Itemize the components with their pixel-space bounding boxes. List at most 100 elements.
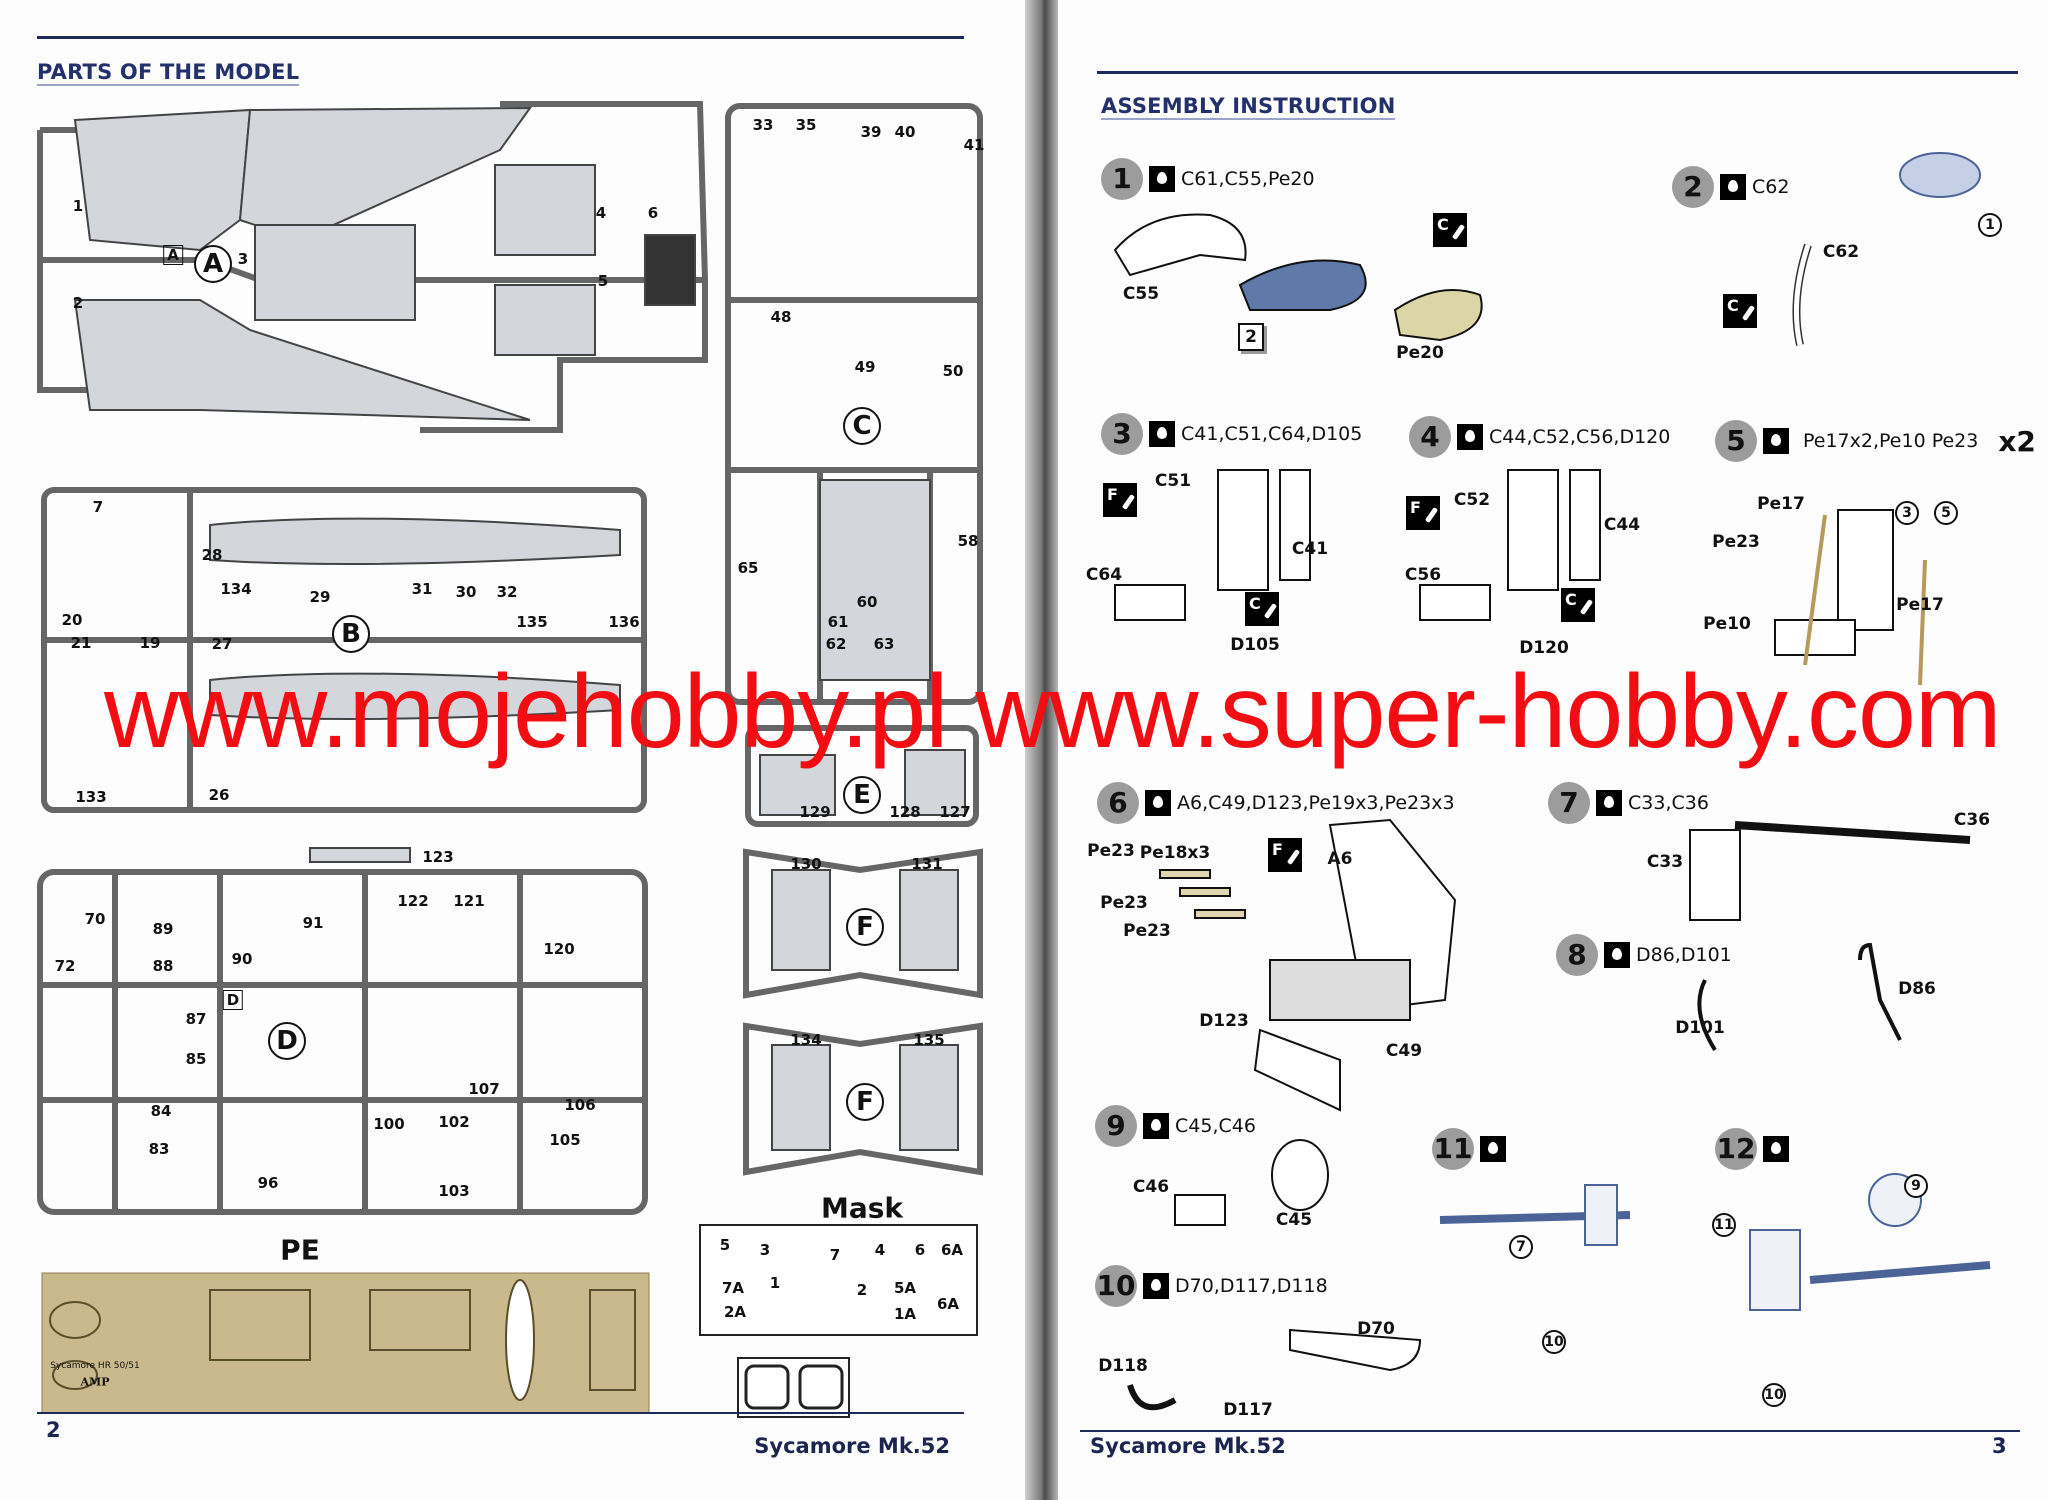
step-number: 8 bbox=[1556, 934, 1598, 976]
part-number: 7 bbox=[92, 498, 104, 516]
part-number: 29 bbox=[309, 588, 331, 606]
subassembly-box: 2 bbox=[1238, 323, 1264, 351]
part-number: 32 bbox=[496, 583, 518, 601]
part-number: 33 bbox=[752, 116, 774, 134]
part-number: 89 bbox=[152, 920, 174, 938]
part-number: 127 bbox=[939, 803, 971, 821]
part-number: 35 bbox=[795, 116, 817, 134]
part-number: 134 bbox=[790, 1031, 822, 1049]
footer-title: Sycamore Mk.52 bbox=[1090, 1434, 1286, 1458]
page-title: PARTS OF THE MODEL bbox=[37, 60, 300, 86]
part-label: D101 bbox=[1675, 1018, 1725, 1038]
step-parts: Pe17x2,Pe10 Pe23 bbox=[1803, 430, 1979, 452]
part-number: 20 bbox=[61, 611, 83, 629]
mask-part-number: 7A bbox=[721, 1279, 745, 1297]
step-11: 11 bbox=[1432, 1128, 1512, 1170]
part-number: 83 bbox=[148, 1140, 170, 1158]
part-number: 58 bbox=[957, 532, 979, 550]
part-number: 28 bbox=[201, 546, 223, 564]
mask-part-number: 6 bbox=[914, 1241, 926, 1259]
part-number: 122 bbox=[397, 892, 429, 910]
part-number: 3 bbox=[237, 250, 249, 268]
page-title: ASSEMBLY INSTRUCTION bbox=[1101, 94, 1396, 120]
glue-icon bbox=[1149, 166, 1175, 192]
part-number: 6 bbox=[647, 204, 659, 222]
paint-color-icon: C bbox=[1561, 588, 1595, 622]
part-number: 61 bbox=[827, 613, 849, 631]
part-number: 120 bbox=[543, 940, 575, 958]
part-number: 50 bbox=[942, 362, 964, 380]
watermark: www.mojehobby.pl www.super-hobby.com bbox=[104, 654, 2002, 770]
sprue-parts bbox=[73, 106, 966, 1151]
step-parts: C62 bbox=[1752, 176, 1790, 198]
part-label: C41 bbox=[1291, 539, 1329, 559]
part-number: 26 bbox=[208, 786, 230, 804]
step-12: 12 bbox=[1715, 1128, 1795, 1170]
glue-icon bbox=[1480, 1136, 1506, 1162]
mask-part-number: 5 bbox=[719, 1236, 731, 1254]
step-number: 3 bbox=[1101, 413, 1143, 455]
pe-fret-text: Sycamore HR 50/51 bbox=[50, 1361, 140, 1371]
page-number: 2 bbox=[46, 1418, 61, 1442]
part-label: C36 bbox=[1953, 810, 1991, 830]
part-number: 103 bbox=[438, 1182, 470, 1200]
part-number: 65 bbox=[737, 559, 759, 577]
header-rule bbox=[37, 36, 964, 39]
mask-part-number: 6A bbox=[940, 1241, 964, 1259]
step-reference-circle: 9 bbox=[1904, 1174, 1928, 1198]
part-number: 100 bbox=[373, 1115, 405, 1133]
part-number: 102 bbox=[438, 1113, 470, 1131]
part-number: 30 bbox=[455, 583, 477, 601]
part-number: 106 bbox=[564, 1096, 596, 1114]
step-reference-circle: 10 bbox=[1542, 1330, 1566, 1354]
glue-icon bbox=[1143, 1273, 1169, 1299]
mask-part-number: 2 bbox=[856, 1281, 868, 1299]
footer-rule bbox=[1080, 1430, 2020, 1432]
mask-label: Mask bbox=[820, 1191, 904, 1225]
part-label: Pe17 bbox=[1757, 494, 1805, 514]
step-number: 12 bbox=[1715, 1128, 1757, 1170]
part-number: 60 bbox=[856, 593, 878, 611]
footer-title: Sycamore Mk.52 bbox=[754, 1434, 950, 1458]
sprue-drawings bbox=[37, 101, 983, 1418]
part-number: 84 bbox=[150, 1102, 172, 1120]
part-number: 123 bbox=[422, 848, 454, 866]
part-label: C44 bbox=[1603, 515, 1641, 535]
part-number: 135 bbox=[913, 1031, 945, 1049]
mask-part-number: 7 bbox=[829, 1246, 841, 1264]
part-number: 39 bbox=[860, 123, 882, 141]
part-number: 85 bbox=[185, 1050, 207, 1068]
part-number: 62 bbox=[825, 635, 847, 653]
part-label: C49 bbox=[1385, 1041, 1423, 1061]
part-number: 63 bbox=[873, 635, 895, 653]
part-number: 2 bbox=[72, 294, 84, 312]
right-page: ASSEMBLY INSTRUCTION bbox=[1058, 0, 2048, 1500]
part-label: C56 bbox=[1404, 565, 1442, 585]
part-label: Pe18x3 bbox=[1139, 843, 1211, 863]
step-parts: C44,C52,C56,D120 bbox=[1489, 426, 1671, 448]
part-label: Pe23 bbox=[1712, 532, 1760, 552]
step-reference-circle: 11 bbox=[1712, 1213, 1736, 1237]
step-number: 10 bbox=[1095, 1265, 1137, 1307]
page-number: 3 bbox=[1992, 1434, 2007, 1458]
part-number: 40 bbox=[894, 123, 916, 141]
glue-icon bbox=[1149, 421, 1175, 447]
assembly-drawings bbox=[1113, 152, 1991, 1411]
part-label: D120 bbox=[1519, 638, 1569, 658]
header-rule bbox=[1097, 71, 2018, 74]
sprue-tag-d: D bbox=[222, 990, 244, 1010]
part-label: Pe17 bbox=[1896, 595, 1944, 615]
part-number: 19 bbox=[139, 634, 161, 652]
part-number: 88 bbox=[152, 957, 174, 975]
step-number: 11 bbox=[1432, 1128, 1474, 1170]
step-parts: A6,C49,D123,Pe19x3,Pe23x3 bbox=[1177, 792, 1455, 814]
mask-part-number: 1 bbox=[769, 1274, 781, 1292]
part-number: 4 bbox=[595, 204, 607, 222]
sprue-tag-a: A bbox=[163, 245, 183, 265]
mask-part-number: 4 bbox=[874, 1241, 886, 1259]
part-number: 91 bbox=[302, 914, 324, 932]
part-label: C64 bbox=[1085, 565, 1123, 585]
